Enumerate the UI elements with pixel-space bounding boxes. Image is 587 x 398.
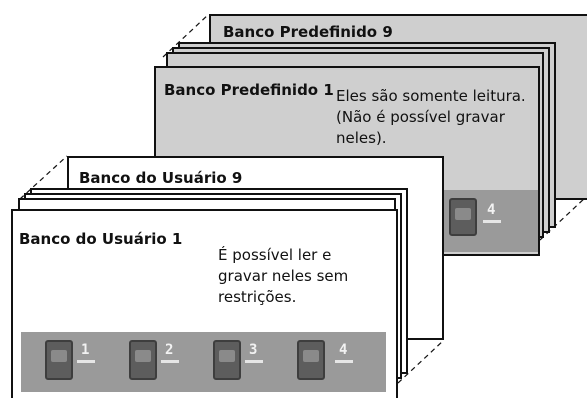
user-pedal-strip: 1 2 3 4 [21,332,386,392]
pedal-number-label-bar [483,220,501,223]
footswitch-pedal [213,340,241,380]
pedal-number-label: 2 [165,342,174,358]
user-bank-1-title: Banco do Usuário 1 [19,230,183,248]
footswitch-pedal [45,340,73,380]
user-bank-note: É possível ler e gravar neles sem restri… [218,246,349,306]
pedal-number-label: 3 [249,342,258,358]
user-bottom-right-edge [397,339,445,384]
pedal-number-label-bar [77,360,95,363]
user-bank-9-title: Banco do Usuário 9 [79,169,243,187]
pedal-number-label: 4 [487,202,496,218]
preset-bank-1-title: Banco Predefinido 1 [164,81,334,99]
pedal-number-label-bar [161,360,179,363]
user-bank-1-card: Banco do Usuário 1 É possível ler e grav… [11,209,398,398]
user-top-left-edge [19,155,68,200]
pedal-number-label-bar [335,360,353,363]
footswitch-pedal [297,340,325,380]
preset-bank-note: Eles são somente leitura. (Não é possíve… [336,87,526,147]
pedal-number-label: 4 [339,342,348,358]
preset-bank-9-title: Banco Predefinido 9 [223,23,393,41]
pedal-number-label-bar [245,360,263,363]
preset-top-left-edge [162,13,210,58]
footswitch-pedal [129,340,157,380]
footswitch-pedal [449,198,477,236]
pedal-number-label: 1 [81,342,90,358]
